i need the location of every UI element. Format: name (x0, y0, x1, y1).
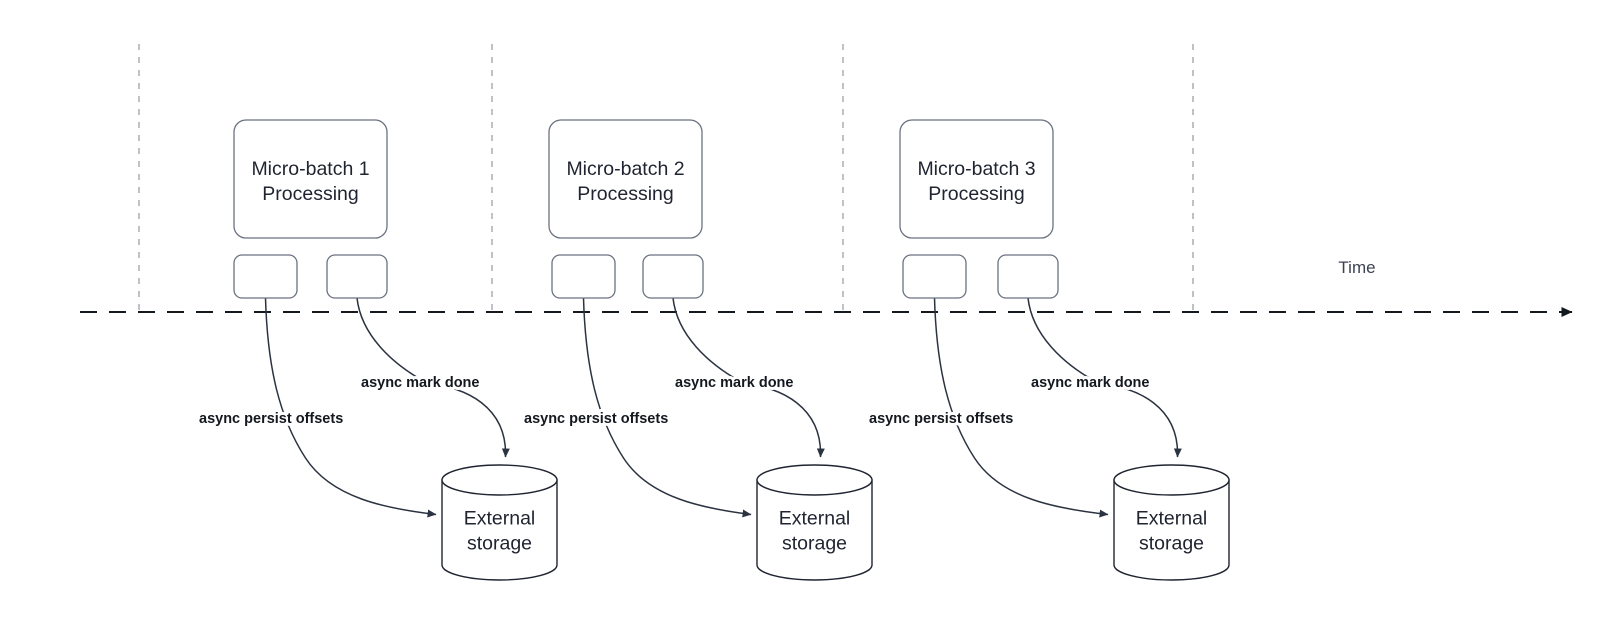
task-box-mark-done-task (997, 254, 1059, 299)
task-box-mark-done-task (642, 254, 704, 299)
cylinder-top (1113, 464, 1230, 496)
edge-async-persist-offsets (933, 297, 1109, 518)
task-box-mark-done-task (326, 254, 388, 299)
micro-batch-subtitle: Processing (577, 183, 673, 205)
external-storage-node: External storage (1113, 464, 1230, 581)
micro-batch-title: Micro-batch 3 (917, 158, 1035, 180)
storage-subtitle: storage (1139, 533, 1204, 555)
flow-edges (264, 297, 1182, 518)
cylinder-top (756, 464, 873, 496)
storage-title: External (1136, 508, 1208, 530)
cylinder-top (441, 464, 558, 496)
edge-async-persist-offsets (582, 297, 752, 518)
micro-batch-node: Micro-batch 2 Processing (548, 119, 703, 239)
edge-label-mark-done: async mark done (361, 375, 479, 391)
edge-label-persist-offsets: async persist offsets (869, 411, 1013, 427)
micro-batch-title: Micro-batch 2 (566, 158, 684, 180)
task-box-persist-task (551, 254, 616, 299)
guide-lines (138, 44, 1194, 315)
edge-label-mark-done: async mark done (675, 375, 793, 391)
external-storage-node: External storage (756, 464, 873, 581)
edge-label-halo-persist-offsets: async persist offsets (869, 411, 1013, 427)
micro-batch-subtitle: Processing (928, 183, 1024, 205)
micro-batch-box (233, 119, 388, 239)
micro-batch-box (899, 119, 1054, 239)
external-storage-node: External storage (441, 464, 558, 581)
edge-label-persist-offsets: async persist offsets (524, 411, 668, 427)
task-box-persist-task (902, 254, 967, 299)
micro-batch-box (548, 119, 703, 239)
micro-batch-title: Micro-batch 1 (251, 158, 369, 180)
micro-batch-node: Micro-batch 1 Processing (233, 119, 388, 239)
edge-label-mark-done: async mark done (1031, 375, 1149, 391)
edge-label-persist-offsets: async persist offsets (199, 411, 343, 427)
storage-title: External (464, 508, 536, 530)
edge-label-halo-mark-done: async mark done (1031, 375, 1149, 391)
edge-async-persist-offsets (264, 297, 437, 518)
edge-label-halo-mark-done: async mark done (675, 375, 793, 391)
micro-batch-node: Micro-batch 3 Processing (899, 119, 1054, 239)
cylinder-body (1113, 479, 1230, 581)
time-axis-label: Time (1338, 258, 1375, 277)
micro-batch-subtitle: Processing (262, 183, 358, 205)
storage-subtitle: storage (782, 533, 847, 555)
cylinder-body (756, 479, 873, 581)
edge-async-mark-done (672, 297, 825, 458)
edge-async-mark-done (356, 297, 510, 458)
cylinder-body (441, 479, 558, 581)
edge-label-halo-persist-offsets: async persist offsets (199, 411, 343, 427)
edge-label-halo-mark-done: async mark done (361, 375, 479, 391)
edge-async-mark-done (1027, 297, 1182, 458)
storage-title: External (779, 508, 851, 530)
axis-label: Time (1338, 258, 1375, 277)
task-box-persist-task (233, 254, 298, 299)
edge-label-halo-persist-offsets: async persist offsets (524, 411, 668, 427)
storage-subtitle: storage (467, 533, 532, 555)
edge-labels: async persist offsets async persist offse… (196, 372, 1152, 430)
